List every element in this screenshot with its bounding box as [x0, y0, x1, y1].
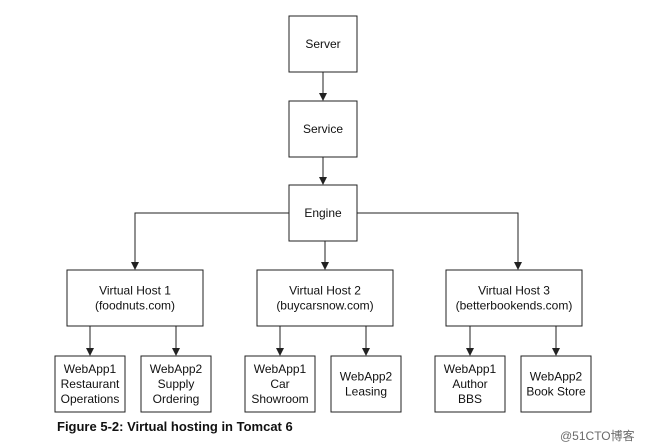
node-label-line: Author [452, 377, 487, 391]
node-engine: Engine [288, 184, 358, 242]
node-label-line: Ordering [153, 392, 200, 406]
node-label-line: Service [303, 122, 343, 136]
node-label-line: Book Store [526, 385, 586, 399]
node-vhost3: Virtual Host 3(betterbookends.com) [445, 269, 583, 327]
node-label-line: WebApp1 [444, 362, 497, 376]
arrow-engine-to-vhost1 [131, 212, 289, 270]
node-label-line: Operations [61, 392, 120, 406]
node-label-line: (betterbookends.com) [456, 299, 573, 313]
node-box [288, 100, 358, 158]
node-label-line: Leasing [345, 385, 387, 399]
node-label-line: WebApp1 [64, 362, 117, 376]
node-label-line: Engine [304, 206, 342, 220]
node-server: Server [288, 15, 358, 73]
node-label-line: WebApp2 [530, 370, 583, 384]
node-label-line: Supply [158, 377, 195, 391]
arrow-engine-to-vhost3 [357, 212, 522, 270]
watermark: @51CTO博客 [560, 429, 635, 443]
node-label-line: WebApp2 [340, 370, 393, 384]
node-box [244, 355, 316, 413]
node-box [66, 269, 204, 327]
node-label-line: Virtual Host 3 [478, 284, 550, 298]
connectors [86, 72, 560, 356]
node-box [256, 269, 394, 327]
node-label-line: Car [270, 377, 289, 391]
node-label-line: Virtual Host 1 [99, 284, 171, 298]
node-label-line: (buycarsnow.com) [276, 299, 373, 313]
node-box [54, 355, 126, 413]
node-box [288, 184, 358, 242]
node-box [445, 269, 583, 327]
node-box [288, 15, 358, 73]
node-vhost2: Virtual Host 2(buycarsnow.com) [256, 269, 394, 327]
node-label-line: (foodnuts.com) [95, 299, 175, 313]
node-box [140, 355, 212, 413]
node-box [520, 355, 592, 413]
node-label-line: WebApp1 [254, 362, 307, 376]
node-label-line: Showroom [251, 392, 308, 406]
node-box [330, 355, 402, 413]
node-service: Service [288, 100, 358, 158]
node-label-line: Server [305, 37, 340, 51]
node-label-line: BBS [458, 392, 482, 406]
node-label-line: Virtual Host 2 [289, 284, 361, 298]
node-label-line: Restaurant [61, 377, 120, 391]
node-label-line: WebApp2 [150, 362, 203, 376]
figure-caption: Figure 5-2: Virtual hosting in Tomcat 6 [57, 419, 293, 434]
node-box [434, 355, 506, 413]
node-vhost1: Virtual Host 1(foodnuts.com) [66, 269, 204, 327]
